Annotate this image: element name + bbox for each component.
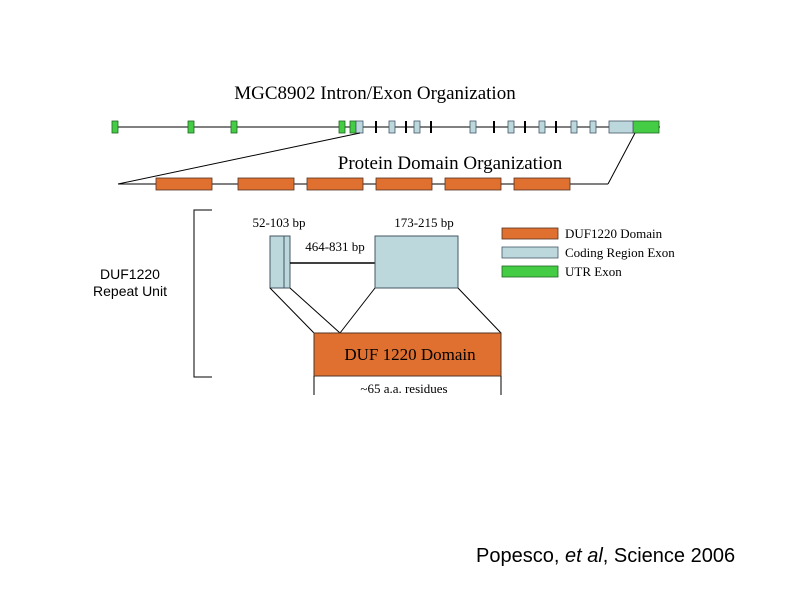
coding-exon	[469, 120, 477, 134]
legend-label-utr-exon: UTR Exon	[565, 264, 622, 279]
legend: DUF1220 Domain Coding Region Exon UTR Ex…	[501, 226, 675, 279]
coding-exon	[570, 120, 578, 134]
residues-label: ~65 a.a. residues	[360, 381, 447, 396]
utr-exon	[230, 120, 238, 134]
repeat-unit-label-line2: Repeat Unit	[93, 283, 167, 299]
coding-exon	[355, 120, 364, 134]
utr-exon	[111, 120, 119, 134]
intron-size-label: 464-831 bp	[305, 239, 365, 254]
legend-label-duf1220: DUF1220 Domain	[565, 226, 663, 241]
exon-ticks	[375, 121, 557, 133]
duf1220-domain	[444, 177, 502, 191]
repeat-unit-bracket	[193, 209, 212, 378]
utr-exon-swatch-icon	[501, 265, 559, 278]
duf1220-domain	[306, 177, 364, 191]
utr-exon	[349, 120, 357, 134]
citation-etal: et al	[564, 545, 603, 567]
coding-exon	[538, 120, 546, 134]
utr-exon	[338, 120, 346, 134]
diagram-title: MGC8902 Intron/Exon Organization	[234, 83, 516, 104]
detail-duf1220-domain	[313, 332, 502, 377]
detail-domain-label: DUF 1220 Domain	[344, 345, 476, 364]
citation-authors: Popesco,	[476, 545, 565, 567]
duf1220-domain	[155, 177, 213, 191]
projection-line-left	[117, 132, 361, 185]
projection-line-right	[607, 132, 636, 185]
large-exon-size-label: 173-215 bp	[394, 215, 454, 230]
small-exon-size-label: 52-103 bp	[252, 215, 305, 230]
duf1220-domain	[375, 177, 433, 191]
detail-small-exon	[269, 235, 291, 289]
repeat-unit-label-line1: DUF1220	[100, 266, 160, 282]
duf1220-domain	[513, 177, 571, 191]
repeat-unit-label: DUF1220 Repeat Unit	[70, 266, 190, 300]
duf1220-swatch-icon	[501, 227, 559, 240]
coding-exon-large	[608, 120, 634, 134]
duf1220-domain	[237, 177, 295, 191]
coding-exon	[589, 120, 597, 134]
legend-label-coding-exon: Coding Region Exon	[565, 245, 675, 260]
detail-converging-lines	[269, 287, 502, 334]
coding-exon	[507, 120, 515, 134]
utr-exon	[187, 120, 195, 134]
coding-exon	[388, 120, 396, 134]
protein-domain-title: Protein Domain Organization	[338, 153, 563, 174]
coding-exon	[413, 120, 421, 134]
detail-large-exon	[374, 235, 459, 289]
coding-exon-swatch-icon	[501, 246, 559, 259]
citation: Popesco, et al, Science 2006	[476, 545, 735, 568]
utr-exon-terminal	[632, 120, 660, 134]
citation-rest: , Science 2006	[602, 545, 736, 567]
